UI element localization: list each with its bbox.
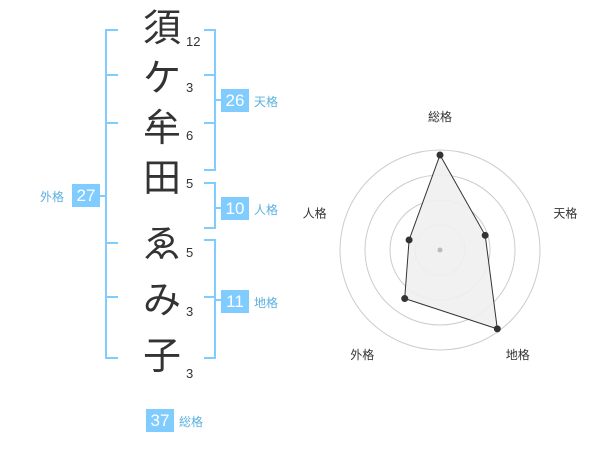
- radar-ring-4: [339, 149, 541, 351]
- radar-axis-label-4: 外格: [350, 347, 374, 362]
- radar-area: [404, 153, 498, 330]
- radar-axis-label-1: 総格: [428, 109, 452, 124]
- stroke-count-7: 3: [186, 366, 194, 381]
- tenkaku-label: 天格: [254, 95, 279, 109]
- stroke-count-4: 5: [186, 176, 194, 191]
- radar-axis-label-3: 地格: [506, 347, 530, 362]
- chikaku-label: 地格: [254, 296, 279, 310]
- radar-point-4: [401, 295, 409, 303]
- gaikaku-value-badge: 27: [72, 184, 100, 207]
- radar-point-5: [405, 236, 413, 244]
- stroke-count-6: 3: [186, 304, 194, 319]
- soukaku-label: 総格: [179, 415, 204, 429]
- chikaku-value-badge: 11: [221, 290, 249, 313]
- name-char-7: 子: [142, 334, 181, 378]
- jinkaku-label: 人格: [254, 203, 279, 217]
- radar-point-3: [493, 325, 501, 333]
- stroke-count-5: 5: [186, 245, 194, 260]
- name-char-2: ケ: [142, 56, 181, 100]
- name-char-4: 田: [142, 156, 181, 200]
- soukaku-value-badge: 37: [146, 409, 174, 432]
- radar-axis-label-5: 人格: [303, 206, 327, 221]
- gaikaku-label: 外格: [40, 190, 65, 204]
- stroke-count-1: 12: [186, 34, 201, 49]
- radar-point-1: [436, 151, 444, 159]
- stroke-count-2: 3: [186, 80, 194, 95]
- stroke-count-3: 6: [186, 128, 194, 143]
- radar-center-point: [437, 247, 443, 253]
- radar-axis-label-2: 天格: [553, 206, 577, 221]
- name-char-1: 須: [142, 6, 181, 50]
- name-char-5: ゑ: [142, 222, 181, 266]
- jinkaku-value-badge: 10: [221, 197, 249, 220]
- name-char-6: み: [142, 278, 181, 322]
- name-char-3: 牟: [142, 106, 181, 150]
- tenkaku-value-badge: 26: [221, 89, 249, 112]
- radar-point-2: [481, 231, 489, 239]
